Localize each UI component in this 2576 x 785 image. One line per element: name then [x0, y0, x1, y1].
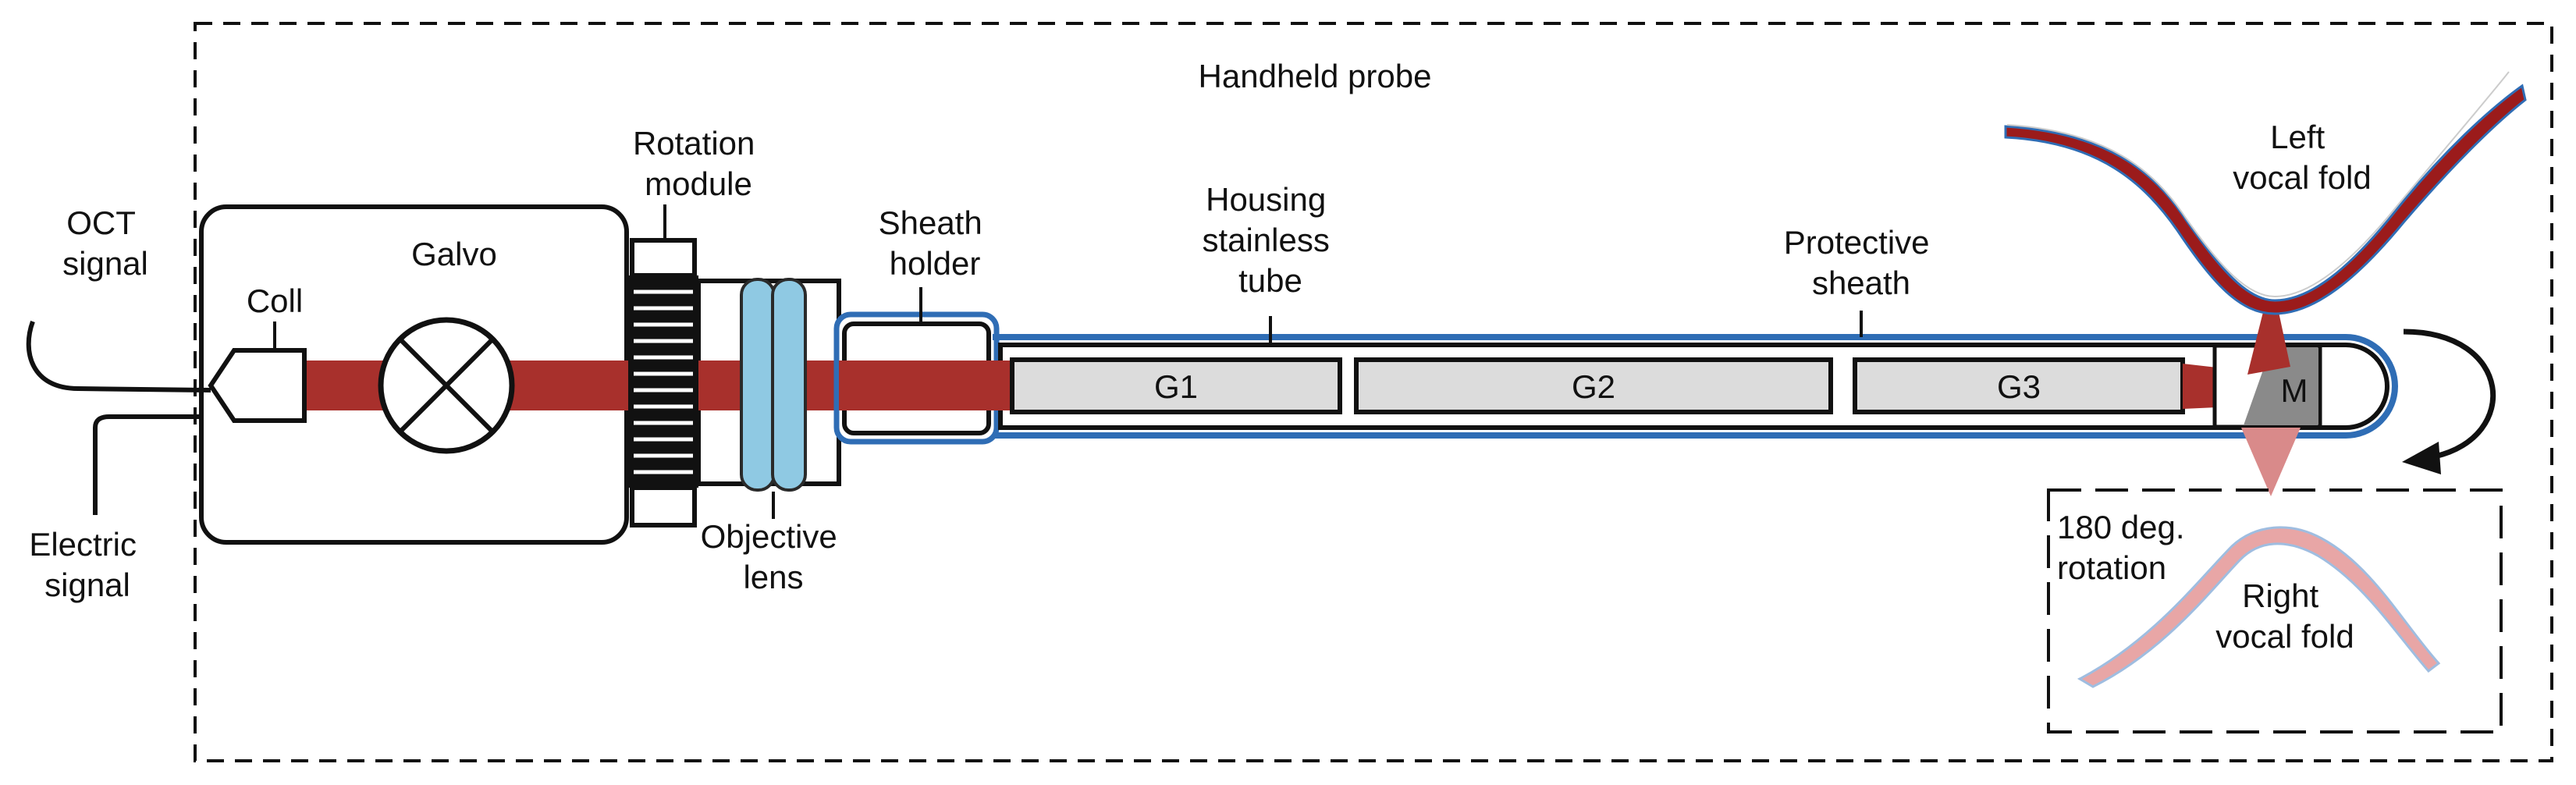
- mirror-label: M: [2281, 372, 2308, 409]
- housing-tube-label: Housing stainless tube: [1202, 181, 1338, 299]
- collimator-icon: [208, 348, 307, 423]
- objective-lens-element-b: [771, 278, 807, 492]
- lens-g1: [1010, 357, 1342, 414]
- lens-g1-label: G1: [1154, 368, 1198, 405]
- galvo-cross-b: [398, 337, 495, 434]
- right-vocal-fold: [2077, 526, 2441, 688]
- sheath-holder-label: Sheath holder: [879, 204, 992, 282]
- galvo-label: Galvo: [411, 236, 497, 272]
- downward-beam: [2241, 428, 2301, 496]
- protective-sheath-label: Protective sheath: [1784, 224, 1938, 301]
- rotation-arrow: [2403, 329, 2496, 460]
- rotation-module-label: Rotation module: [633, 125, 764, 202]
- rotation-arrowhead-icon: [2402, 442, 2441, 474]
- oct-fiber: [26, 320, 211, 392]
- rotation-module-bottom: [630, 485, 697, 527]
- upward-beam-base: [2247, 312, 2290, 375]
- mirror-icon: [2244, 348, 2318, 425]
- focused-beam-cone: [839, 361, 1022, 410]
- left-vocal-fold-label: Left vocal fold: [2233, 119, 2371, 196]
- electric-signal-label: Electric signal: [29, 526, 145, 603]
- coll-label: Coll: [247, 282, 303, 319]
- left-vocal-fold: [2004, 83, 2527, 315]
- lens-g3-label: G3: [1997, 368, 2041, 405]
- electric-wire: [93, 414, 201, 515]
- lens-g2: [1354, 357, 1833, 414]
- handheld-probe-title: Handheld probe: [1199, 58, 1432, 94]
- protective-sheath: [993, 334, 2398, 439]
- lens-g2-label: G2: [1572, 368, 1615, 405]
- rotation-module-gear: [628, 275, 698, 488]
- rotation-module-teeth: [634, 289, 693, 474]
- oct-signal-label: OCT signal: [62, 204, 148, 282]
- objective-lens-label: Objective lens: [701, 518, 847, 595]
- rotation-note-label: 180 deg. rotation: [2057, 509, 2194, 586]
- rotation-inset-boundary: [2047, 488, 2503, 733]
- objective-lens-element-a: [740, 278, 776, 492]
- rotation-module-top: [630, 238, 697, 278]
- left-vocal-fold-surface: [2006, 71, 2510, 298]
- right-vocal-fold-label: Right vocal fold: [2215, 577, 2354, 655]
